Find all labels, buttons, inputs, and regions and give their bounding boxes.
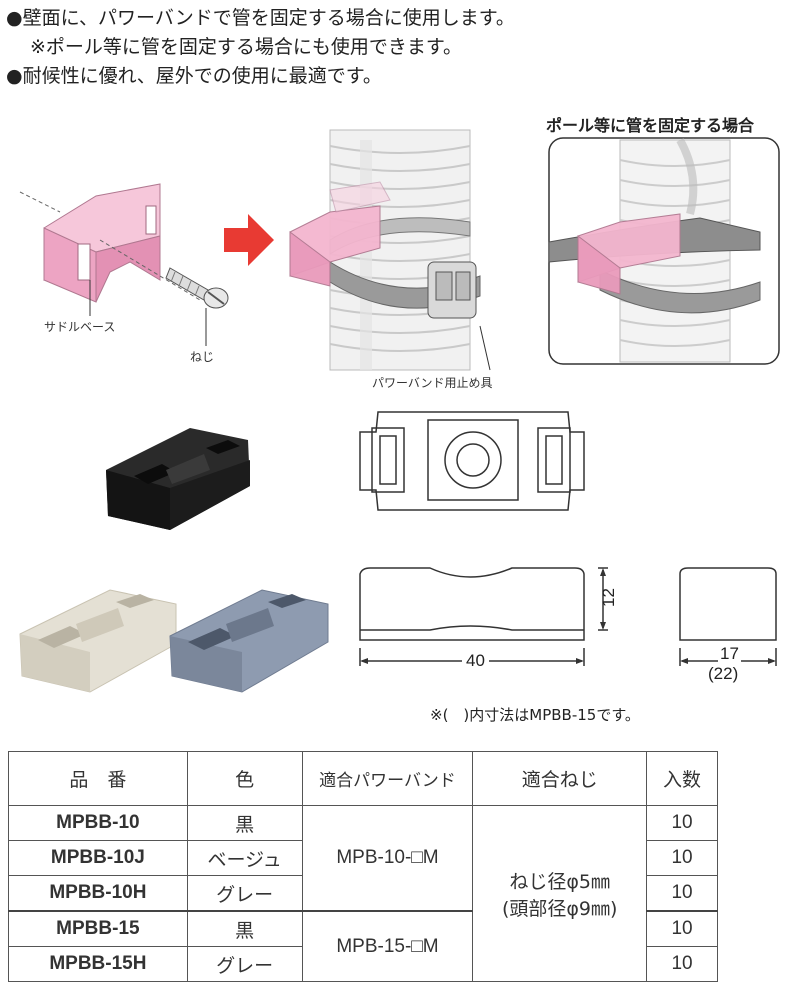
color-cell: ベージュ [186,840,303,876]
table-row: MPBB-10J ベージュ 10 [8,840,718,876]
qty-cell: 10 [646,805,718,841]
dim-length: 40 [462,651,489,671]
side-view-drawing [359,567,608,666]
installation-illustration [19,129,780,693]
table-row: MPBB-10 黒 MPB-10-□M ねじ径φ5㎜ (頭部径φ9㎜) 10 [8,805,718,982]
part-number: MPBB-15 [8,910,188,947]
callout-title: ポール等に管を固定する場合 [546,116,755,135]
saddle-base-drawing [19,183,201,303]
header-screw: 適合ねじ [472,751,648,806]
power-band-10: MPB-10-□M [301,805,474,912]
black-saddle-photo [106,428,250,530]
part-number: MPBB-10H [8,875,188,912]
red-arrow-icon [224,214,274,266]
color-cell: グレー [186,946,303,982]
bullet-weather: ●耐候性に優れ、屋外での使用に最適です。 [6,65,382,87]
dim-width: 17 [718,644,741,664]
bullet-wall-use: ●壁面に、パワーバンドで管を固定する場合に使用します。 [6,7,515,29]
label-band-stopper: パワーバンド用止め具 [372,376,493,390]
beige-saddle-photo [19,589,177,693]
qty-cell: 10 [646,946,718,982]
screw-diameter: ねじ径φ5㎜ [509,870,611,893]
power-band-15: MPB-15-□M [301,910,474,982]
top-view-drawing [359,411,585,511]
screw-spec: ねじ径φ5㎜ (頭部径φ9㎜) [472,805,648,982]
color-cell: 黒 [186,910,303,947]
label-saddle-base: サドルベース [44,320,116,334]
screw-head-diameter: (頭部径φ9㎜) [501,897,618,920]
dimension-note: ※( )内寸法はMPBB-15です。 [430,706,640,724]
color-cell: 黒 [186,805,303,841]
pipe-with-band-drawing [289,129,481,371]
header-qty: 入数 [646,751,718,806]
spec-table: 品 番 色 適合パワーバンド 適合ねじ 入数 MPBB-10 黒 MPB-10-… [8,751,718,982]
qty-cell: 10 [646,875,718,912]
gray-saddle-photo [169,589,329,693]
header-power-band: 適合パワーバンド [301,751,474,806]
table-row: MPBB-10H グレー 10 [8,875,718,912]
part-number: MPBB-15H [8,946,188,982]
qty-cell: 10 [646,840,718,876]
qty-cell: 10 [646,910,718,947]
header-part-number: 品 番 [8,751,188,806]
dim-width-alt: (22) [708,664,739,683]
table-header-row: 品 番 色 適合パワーバンド 適合ねじ 入数 [8,751,718,806]
label-screw: ねじ [190,350,215,364]
dim-height: 12 [599,588,618,607]
screw-drawing [165,267,229,309]
part-number: MPBB-10 [8,805,188,841]
part-number: MPBB-10J [8,840,188,876]
bullet-pole-note: ※ポール等に管を固定する場合にも使用できます。 [30,36,463,58]
pole-callout-drawing [548,137,780,365]
table-row: MPBB-15H グレー 10 [8,946,718,982]
table-row: MPBB-15 黒 MPB-15-□M 10 [8,910,718,982]
header-color: 色 [186,751,303,806]
color-cell: グレー [186,875,303,912]
